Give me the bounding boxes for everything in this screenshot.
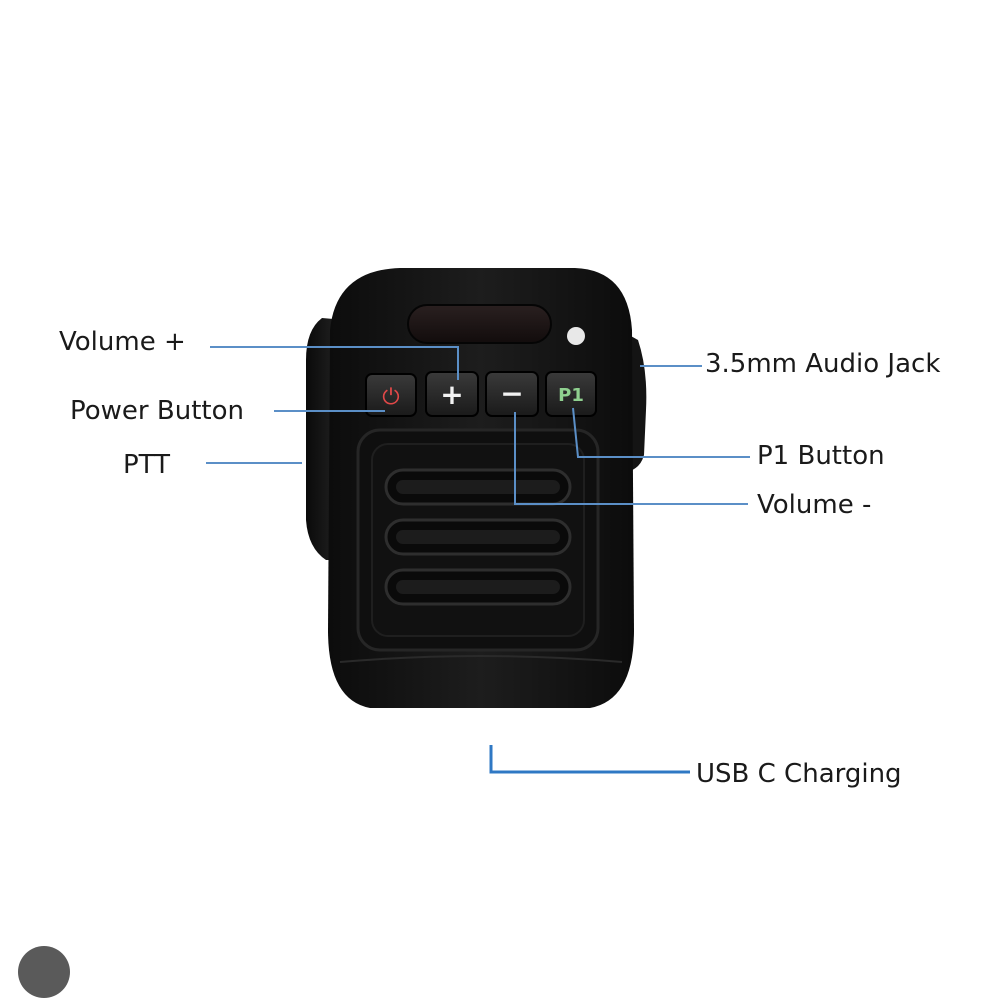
- leader-lines: [206, 346, 750, 505]
- leader-volume-plus: [210, 346, 459, 380]
- callout-volume-minus: Volume -: [757, 490, 872, 520]
- callout-usb-charging: USB C Charging: [696, 759, 902, 789]
- leader-volume-minus: [514, 412, 748, 505]
- body-lower-lip: [339, 655, 623, 663]
- corner-avatar-fragment: [18, 946, 70, 998]
- callout-power-button: Power Button: [70, 396, 244, 426]
- grille-slot: [396, 580, 560, 594]
- leader-usb: [489, 745, 690, 774]
- minus-icon: −: [500, 377, 523, 410]
- leader-p1: [572, 407, 750, 458]
- indicator-window: [407, 304, 552, 344]
- p1-key: [545, 371, 597, 417]
- callout-ptt: PTT: [123, 450, 170, 480]
- power-button-key: [365, 373, 417, 417]
- volume-plus-key: [425, 371, 479, 417]
- callout-volume-plus: Volume +: [59, 327, 186, 357]
- grille-slot: [396, 530, 560, 544]
- volume-minus-key: [485, 371, 539, 417]
- callout-p1-button: P1 Button: [757, 441, 885, 471]
- p1-key-label: P1: [558, 385, 584, 406]
- plus-icon: +: [440, 378, 463, 411]
- power-icon: ⏻: [382, 385, 399, 410]
- callout-audio-jack: 3.5mm Audio Jack: [705, 349, 941, 379]
- led-indicator: [567, 327, 585, 345]
- grille-slot: [396, 480, 560, 494]
